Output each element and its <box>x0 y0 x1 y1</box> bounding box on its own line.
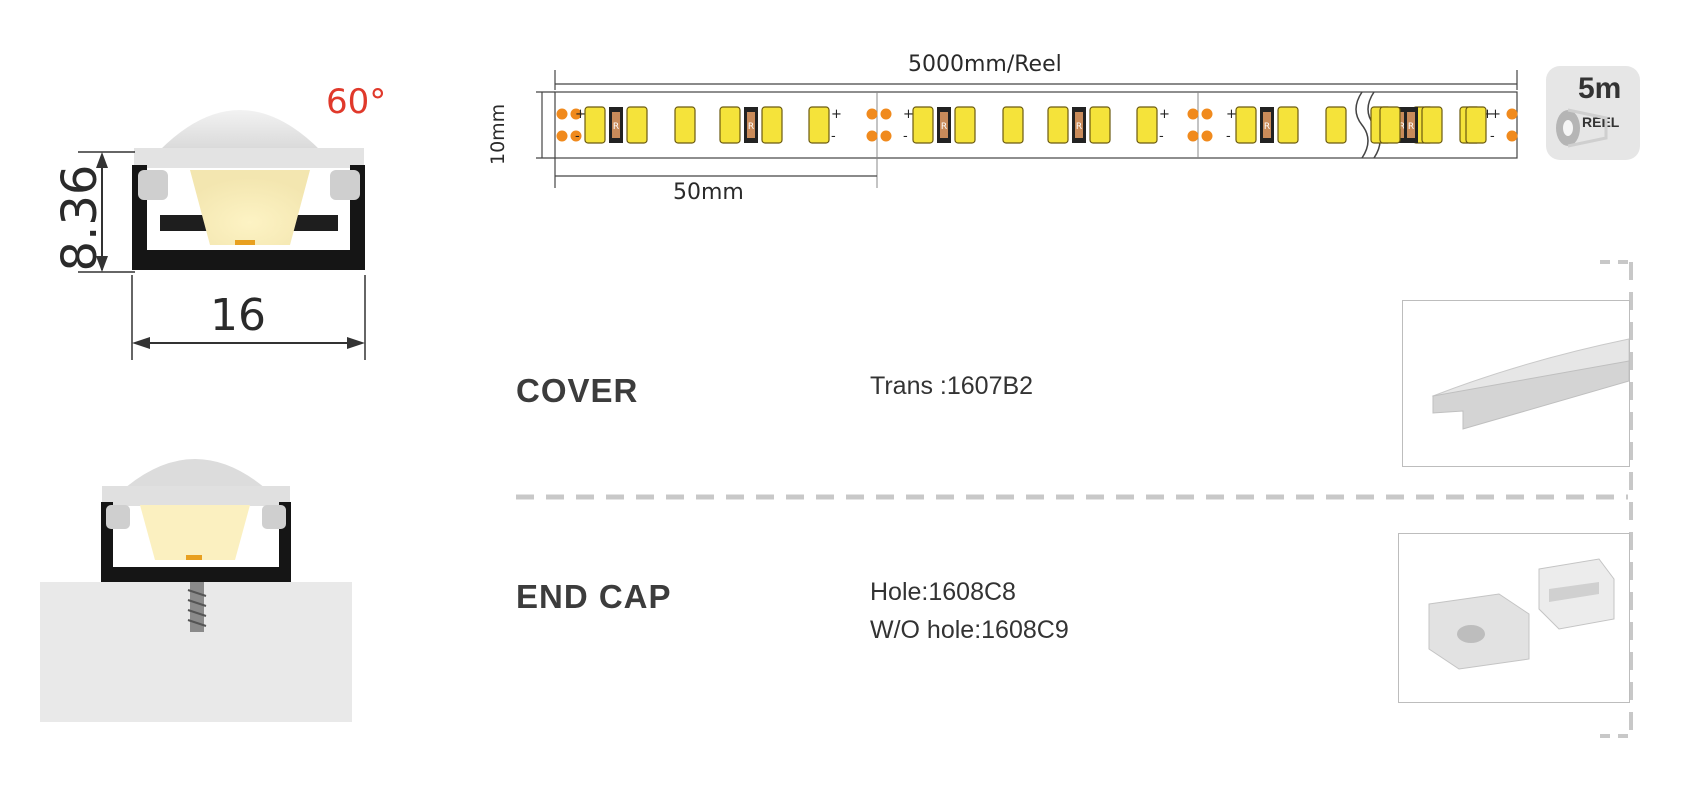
led-chip <box>626 106 648 144</box>
led-chip <box>1465 106 1487 144</box>
led-chip <box>808 106 830 144</box>
resistor-mark: R <box>1264 122 1270 132</box>
solder-pad <box>880 130 892 142</box>
led-chip <box>912 106 934 144</box>
end-cap-code-hole: Hole:1608C8 <box>870 578 1016 606</box>
solder-pad <box>556 130 568 142</box>
mounted-channel <box>101 502 291 582</box>
plus-sign: + <box>575 107 586 122</box>
solder-pad <box>1201 108 1213 120</box>
resistor-mark: R <box>1076 122 1082 132</box>
plus-sign: + <box>1159 107 1170 122</box>
width-dimension-label: 16 <box>210 290 266 341</box>
end-cap-image <box>1398 533 1630 703</box>
mounted-glow <box>140 505 250 560</box>
cover-image <box>1402 300 1630 467</box>
solder-pad <box>1506 108 1518 120</box>
cover-code: Trans :1607B2 <box>870 372 1034 400</box>
cover-base <box>134 148 364 168</box>
screw-icon <box>187 582 207 632</box>
mounted-dome <box>125 459 265 488</box>
light-glow <box>190 170 310 245</box>
led-chip <box>674 106 696 144</box>
led-strip-svg: +-RR+-+-RR+-+-RR+-R+- <box>536 70 1518 188</box>
solder-pad <box>880 108 892 120</box>
led-chip <box>761 106 783 144</box>
cover-title: COVER <box>516 372 639 409</box>
plus-sign: + <box>831 107 842 122</box>
minus-sign: - <box>903 129 908 144</box>
led-chip <box>719 106 741 144</box>
led-chip <box>1136 106 1158 144</box>
led-chip <box>954 106 976 144</box>
solder-pad <box>570 108 582 120</box>
resistor-mark: R <box>613 122 619 132</box>
minus-sign: - <box>1226 129 1231 144</box>
beam-angle-label: 60° <box>326 82 387 122</box>
solder-pad <box>556 108 568 120</box>
reel-badge: 5m REEL <box>1546 66 1640 160</box>
led-chip <box>1325 106 1347 144</box>
led-chip <box>1089 106 1111 144</box>
solder-pad <box>570 130 582 142</box>
reel-icon <box>1556 108 1608 148</box>
led-chip <box>1002 106 1024 144</box>
led-chip <box>1421 106 1443 144</box>
solder-pad <box>1506 130 1518 142</box>
plus-sign: + <box>1226 107 1237 122</box>
resistor-mark: R <box>748 122 754 132</box>
aluminium-channel <box>132 165 365 270</box>
resistor-mark: R <box>941 122 947 132</box>
end-cap-title: END CAP <box>516 578 672 615</box>
strip-break-mark <box>1355 91 1369 159</box>
solder-pad <box>1187 108 1199 120</box>
end-cap-product-icon <box>1428 558 1615 670</box>
cover-dome <box>160 110 320 150</box>
minus-sign: - <box>1159 129 1164 144</box>
mounted-profile-svg <box>40 459 352 722</box>
plus-sign: + <box>903 107 914 122</box>
led-chip <box>584 106 606 144</box>
profile-section-svg <box>78 110 366 360</box>
resistor-mark: R <box>1399 122 1405 132</box>
led-chip <box>235 240 255 245</box>
cover-product-icon <box>1431 338 1629 430</box>
solder-pad <box>866 108 878 120</box>
strip-length-label: 5000mm/Reel <box>908 52 1062 77</box>
plus-sign: + <box>1482 107 1493 122</box>
led-chip <box>1047 106 1069 144</box>
minus-sign: - <box>575 129 580 144</box>
minus-sign: - <box>831 129 836 144</box>
solder-pad <box>1201 130 1213 142</box>
resistor-mark: R <box>1408 122 1414 132</box>
solder-pad <box>1187 130 1199 142</box>
led-chip <box>1277 106 1299 144</box>
minus-sign: - <box>1490 129 1495 144</box>
end-cap-code-no-hole: W/O hole:1608C9 <box>870 616 1069 644</box>
reel-length-text: 5m <box>1578 72 1622 105</box>
reel-label-text: REEL <box>1582 114 1620 130</box>
cut-length-label: 50mm <box>673 180 744 205</box>
solder-pad <box>866 130 878 142</box>
led-chip <box>1235 106 1257 144</box>
led-chip <box>1379 106 1401 144</box>
plus-sign: + <box>1490 107 1501 122</box>
